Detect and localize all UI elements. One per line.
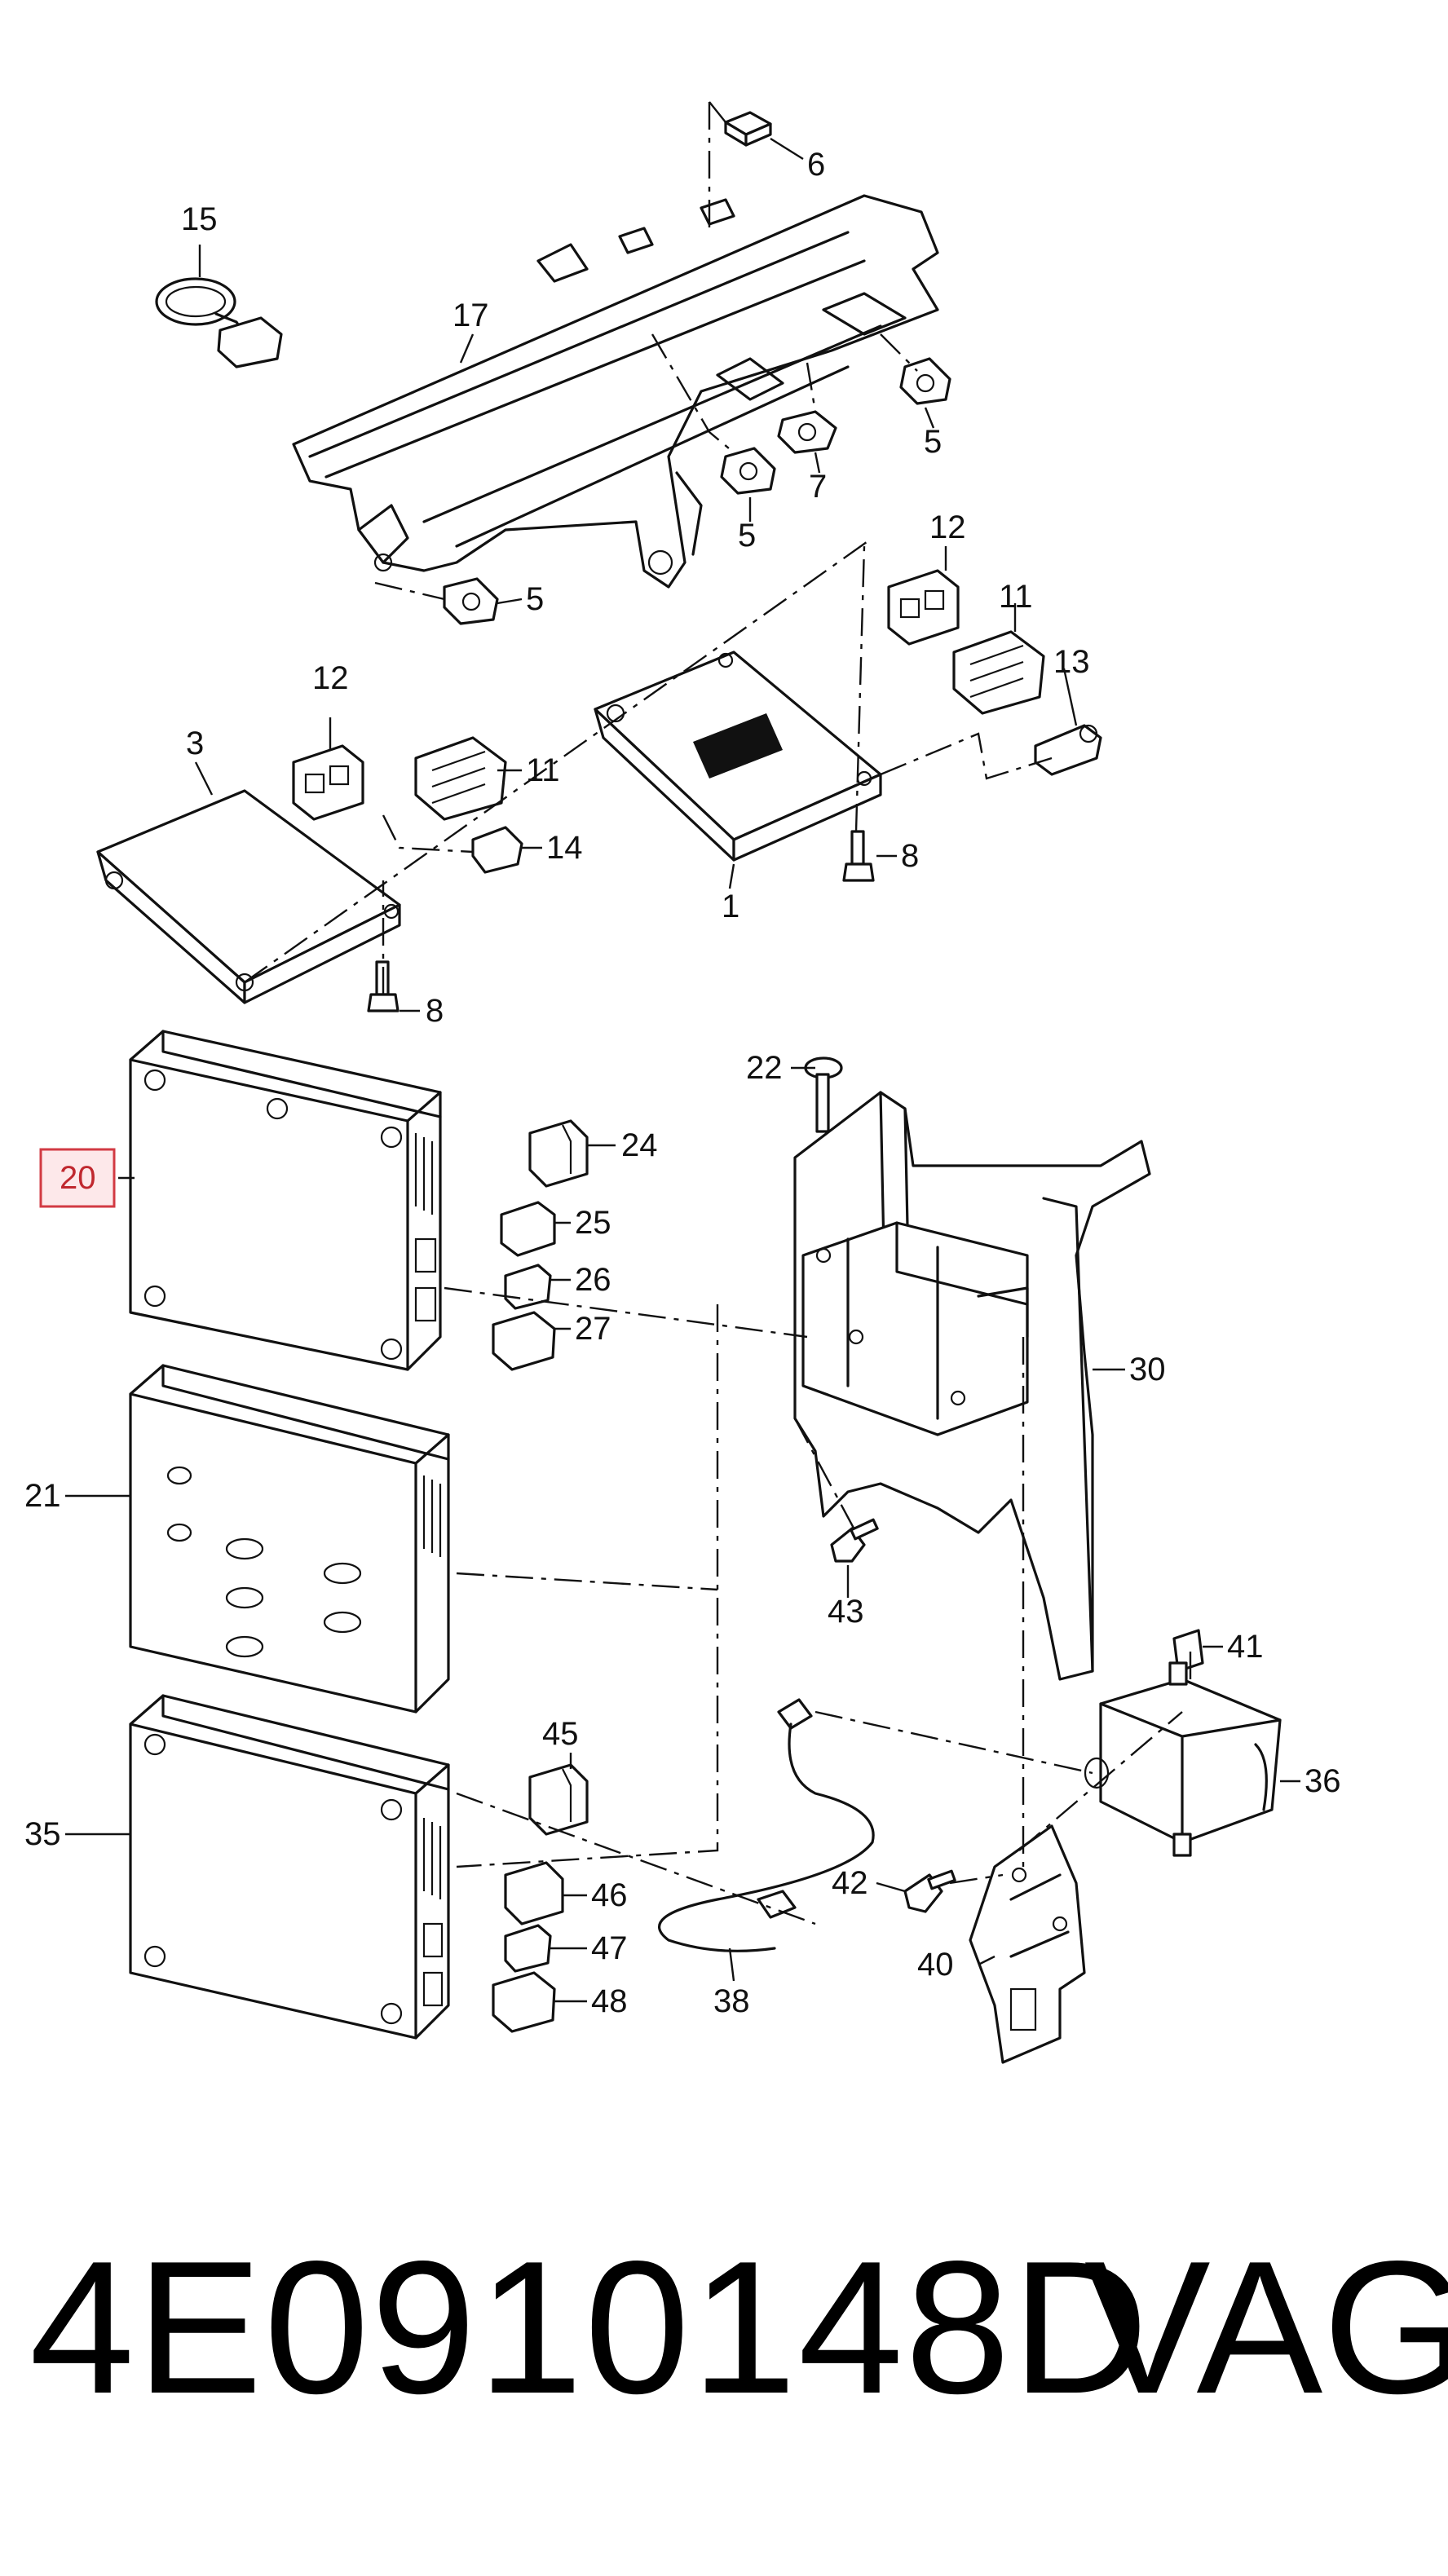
callout-3[interactable]: 3: [186, 726, 204, 761]
callout-48[interactable]: 48: [591, 1983, 628, 2019]
callout-21[interactable]: 21: [24, 1478, 61, 1514]
callout-26[interactable]: 26: [575, 1262, 611, 1298]
callout-41[interactable]: 41: [1227, 1629, 1264, 1665]
control-unit-3: [96, 789, 401, 1004]
callout-42[interactable]: 42: [832, 1865, 868, 1901]
callout-13[interactable]: 13: [1053, 644, 1090, 680]
ring-connector-15: [155, 277, 283, 368]
callout-20[interactable]: 20: [60, 1160, 96, 1196]
bolt-42: [903, 1869, 956, 1913]
connector-47: [504, 1924, 552, 1973]
callout-1[interactable]: 1: [722, 889, 739, 924]
clip-5-left: [443, 577, 499, 625]
control-unit-20: [129, 1030, 442, 1371]
callout-5b[interactable]: 5: [738, 518, 756, 554]
callout-46[interactable]: 46: [591, 1877, 628, 1913]
callout-35[interactable]: 35: [24, 1816, 61, 1852]
callout-8b[interactable]: 8: [901, 838, 919, 874]
control-unit-35: [129, 1694, 450, 2040]
bolt-8-right: [842, 830, 875, 882]
callout-17[interactable]: 17: [452, 298, 489, 333]
part-number: 4E0910148D: [29, 2222, 1150, 2433]
callout-47[interactable]: 47: [591, 1930, 628, 1966]
callout-12a[interactable]: 12: [312, 660, 349, 696]
cable-38: [658, 1698, 875, 1952]
callout-27[interactable]: 27: [575, 1311, 611, 1347]
callout-labels: 6 15 17 5 7 5 5 12 11 13 12 3 11 14 8 1 …: [24, 147, 1341, 2019]
mounting-bracket-17: [292, 194, 939, 589]
connector-11-left: [414, 736, 507, 821]
clip-6: [724, 111, 772, 147]
module-36: [1084, 1661, 1282, 1857]
leader-lines: [65, 137, 1300, 2003]
callout-24[interactable]: 24: [621, 1127, 658, 1163]
connector-12-left: [292, 744, 364, 821]
highlight-box: [39, 1148, 116, 1208]
clip-7: [777, 410, 837, 454]
parts-diagram: 6 15 17 5 7 5 5 12 11 13 12 3 11 14 8 1 …: [24, 101, 1341, 2064]
connector-46: [504, 1861, 564, 1925]
callout-11a[interactable]: 11: [526, 752, 560, 788]
connector-12-right: [887, 569, 960, 646]
connector-27: [492, 1311, 556, 1371]
brand-name: VAG: [1084, 2222, 1448, 2433]
callout-15[interactable]: 15: [181, 201, 218, 237]
callout-25[interactable]: 25: [575, 1205, 611, 1241]
callout-5c[interactable]: 5: [526, 581, 544, 617]
clip-5-right: [899, 357, 951, 405]
callout-40[interactable]: 40: [917, 1947, 954, 1983]
callout-22[interactable]: 22: [746, 1050, 783, 1086]
control-unit-21: [129, 1364, 450, 1714]
clip-5-center: [720, 447, 776, 495]
callout-5a[interactable]: 5: [924, 424, 942, 460]
callout-38[interactable]: 38: [713, 1983, 750, 2019]
callout-45[interactable]: 45: [542, 1716, 579, 1752]
connector-25: [500, 1201, 556, 1257]
callout-11b[interactable]: 11: [999, 579, 1033, 615]
callout-43[interactable]: 43: [828, 1594, 864, 1630]
callout-30[interactable]: 30: [1129, 1352, 1166, 1387]
bolt-43: [830, 1518, 879, 1563]
callout-6[interactable]: 6: [807, 147, 825, 183]
bracket-40: [969, 1824, 1086, 2064]
callout-12b[interactable]: 12: [929, 509, 966, 545]
callout-7[interactable]: 7: [809, 469, 827, 505]
callout-8a[interactable]: 8: [426, 993, 444, 1029]
callout-36[interactable]: 36: [1305, 1763, 1341, 1799]
connector-14: [471, 826, 523, 874]
connector-13: [1034, 724, 1102, 776]
connector-11-right: [952, 630, 1045, 715]
mount-bracket-30: [793, 1091, 1151, 1681]
clip-41: [1172, 1629, 1204, 1673]
callout-14[interactable]: 14: [546, 830, 583, 866]
connector-24: [528, 1119, 589, 1188]
control-unit-1: [594, 651, 882, 862]
connector-48: [492, 1971, 556, 2033]
assembly-lines: [244, 101, 1192, 1925]
screw-22: [804, 1056, 843, 1133]
